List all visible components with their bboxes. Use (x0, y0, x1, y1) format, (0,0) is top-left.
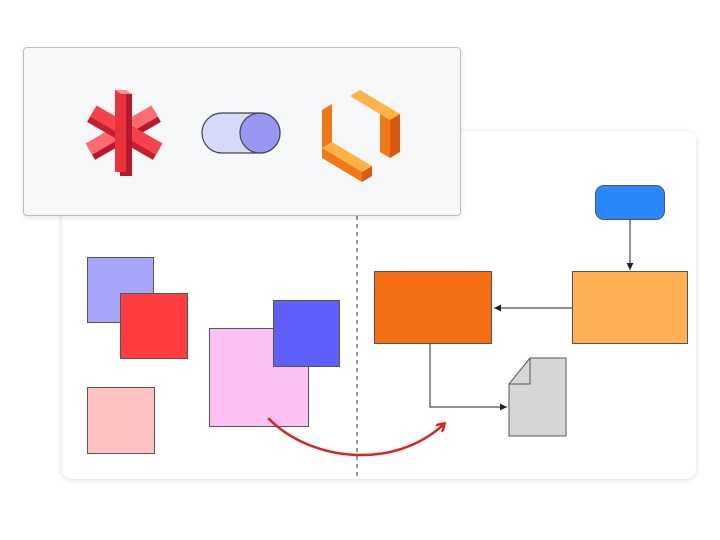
connector-dark-orange-to-document[interactable] (429, 344, 507, 411)
dark-orange-rect[interactable] (374, 271, 492, 344)
asterisk-3d-icon[interactable] (82, 84, 166, 180)
document-fold (509, 358, 531, 385)
orange-bracket-frame-icon[interactable] (316, 84, 406, 184)
light-pink-square[interactable] (87, 387, 155, 454)
red-curved-arrow (267, 417, 444, 457)
blue-square[interactable] (273, 300, 340, 367)
blue-rounded-rect[interactable] (595, 185, 665, 220)
toggle-icon[interactable] (200, 108, 284, 158)
light-orange-rect[interactable] (572, 271, 688, 344)
document-shape[interactable] (508, 357, 567, 437)
shapes-panel (23, 47, 461, 216)
red-square[interactable] (120, 293, 188, 359)
